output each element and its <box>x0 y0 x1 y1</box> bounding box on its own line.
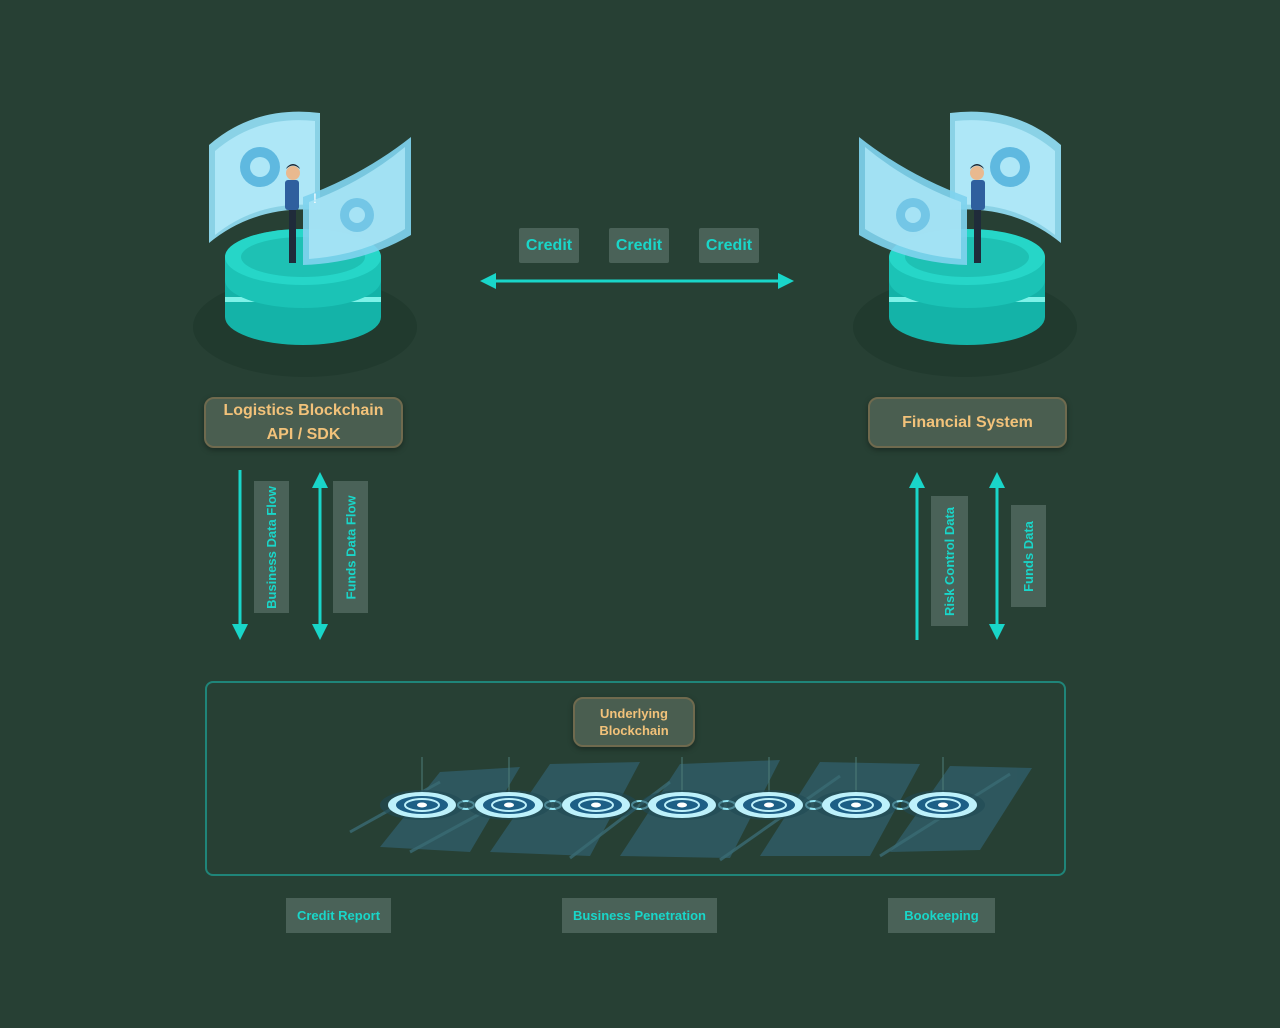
financial-system-box: Financial System <box>868 397 1067 448</box>
funds-data-right-double-arrow <box>989 472 1005 640</box>
credit-tag: Credit <box>519 228 579 263</box>
underlying-blockchain-line2: Blockchain <box>599 723 669 738</box>
right-platform-illustration <box>853 111 1077 377</box>
business-data-flow-label: Business Data Flow <box>254 481 289 613</box>
logistics-blockchain-box: Logistics Blockchain API / SDK <box>204 397 403 448</box>
svg-text:!: ! <box>313 190 317 206</box>
funds-data-label: Funds Data <box>1011 505 1046 607</box>
financial-system-label: Financial System <box>902 413 1033 431</box>
bookeeping-tag: Bookeeping <box>888 898 995 933</box>
credit-report-tag: Credit Report <box>286 898 391 933</box>
business-data-down-arrow <box>232 470 248 640</box>
funds-data-flow-label: Funds Data Flow <box>333 481 368 613</box>
risk-control-up-arrow <box>909 472 925 640</box>
credit-double-arrow <box>480 273 794 289</box>
credit-tag: Credit <box>699 228 759 263</box>
risk-control-data-label: Risk Control Data <box>931 496 968 626</box>
blockchain-nodes-illustration <box>349 757 1032 862</box>
business-penetration-tag: Business Penetration <box>562 898 717 933</box>
credit-tag: Credit <box>609 228 669 263</box>
left-platform-illustration: ! <box>193 111 417 377</box>
underlying-blockchain-box: Underlying Blockchain <box>573 697 695 747</box>
logistics-blockchain-line1: Logistics Blockchain <box>223 401 384 419</box>
underlying-blockchain-frame <box>205 681 1066 876</box>
logistics-blockchain-line2: API / SDK <box>266 425 341 443</box>
funds-data-double-arrow <box>312 472 328 640</box>
underlying-blockchain-line1: Underlying <box>600 706 668 721</box>
